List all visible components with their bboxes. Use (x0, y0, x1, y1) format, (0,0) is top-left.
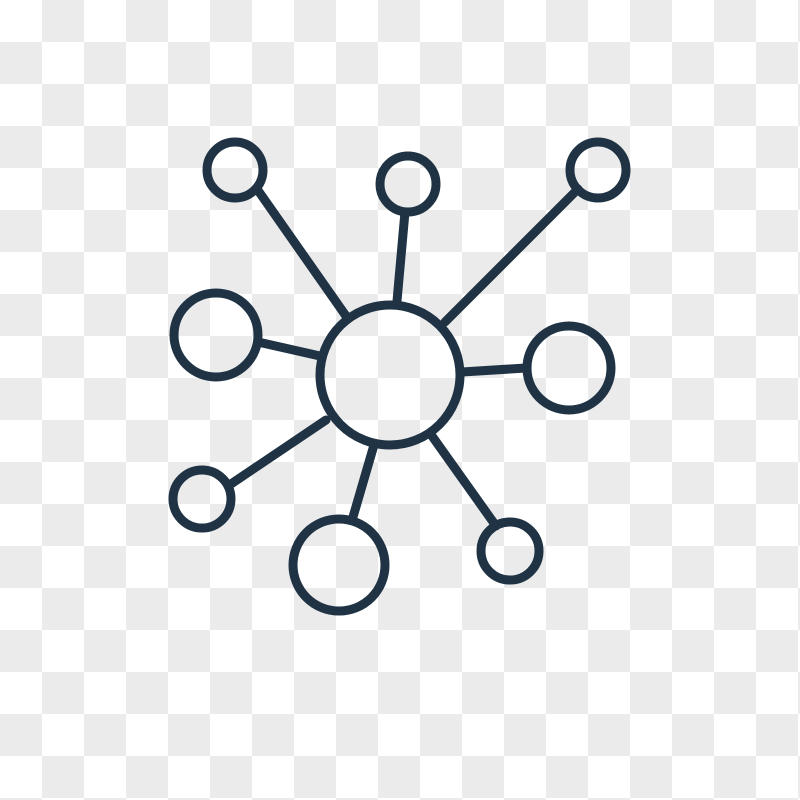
spoke-top (392, 207, 410, 306)
hub-node (315, 300, 465, 450)
node-top (375, 151, 441, 217)
spoke-left (253, 337, 325, 361)
node-bottom-right (476, 517, 544, 585)
spoke-bottom-left (223, 415, 331, 491)
spoke-right (457, 363, 531, 377)
spoke-bottom (348, 440, 379, 522)
spoke-bottom-right (427, 431, 501, 531)
node-top-right (565, 137, 631, 203)
node-bottom (288, 514, 390, 616)
spoke-top-right (440, 184, 583, 327)
node-right (522, 321, 616, 415)
node-bottom-left (168, 465, 236, 533)
node-left (169, 288, 263, 382)
spoke-top-left (252, 184, 351, 321)
node-top-left (202, 137, 268, 203)
